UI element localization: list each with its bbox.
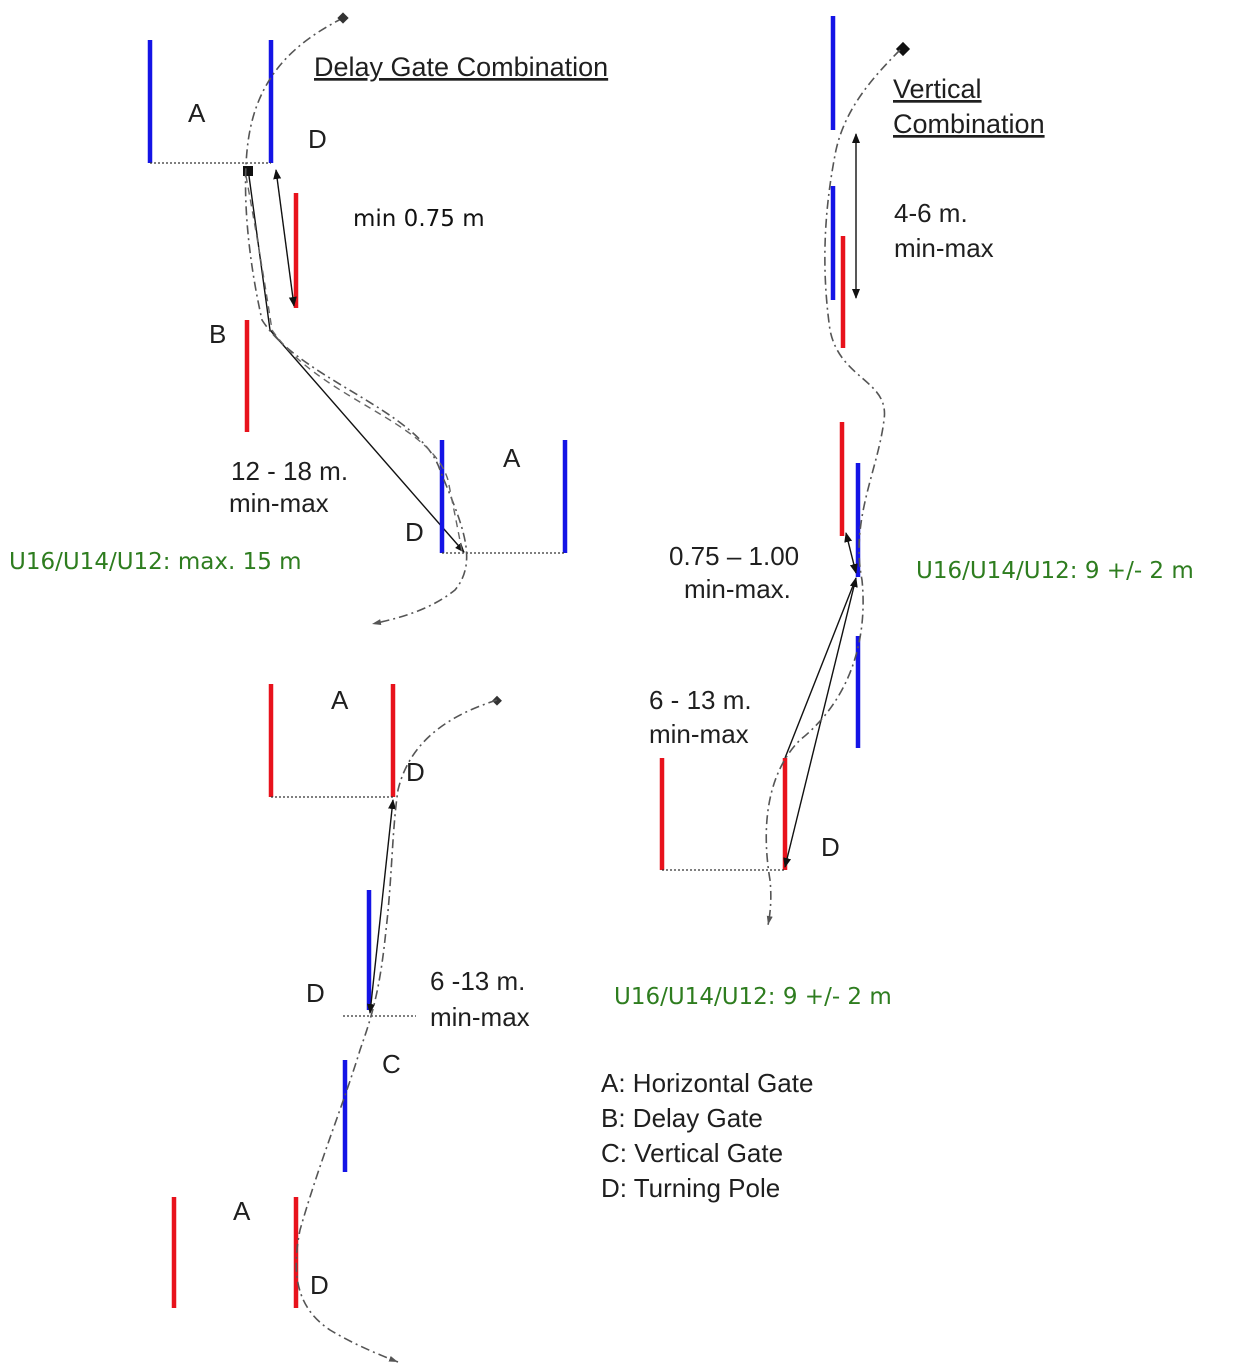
- label-d: D: [406, 757, 425, 787]
- legend-item-d: D: Turning Pole: [601, 1173, 780, 1203]
- turning-pole-marker: [243, 166, 253, 176]
- min-max-label: min-max: [229, 488, 329, 518]
- skier-path: [295, 699, 498, 1363]
- label-a: A: [188, 98, 206, 128]
- min-max-dot-label: min-max.: [684, 574, 791, 604]
- min-distance-arrow: [273, 169, 297, 307]
- vertical-combination: Vertical Combination 4-6 m. min-max 0.75…: [649, 16, 1194, 926]
- delay-combination-title: Delay Gate Combination: [314, 52, 608, 82]
- skier-path: [244, 17, 468, 626]
- label-a: A: [233, 1196, 251, 1226]
- label-d: D: [308, 124, 327, 154]
- min-075-label: min 0.75 m: [353, 206, 485, 232]
- delay-gate-combination: Delay Gate Combination A D min 0.75 m B …: [9, 12, 608, 626]
- distance-arrow-6-13: [783, 577, 858, 868]
- range-6-13-label: 6 - 13 m.: [649, 685, 752, 715]
- label-a: A: [331, 685, 349, 715]
- label-c: C: [382, 1049, 401, 1079]
- note-9-pm-2: U16/U14/U12: 9 +/- 2 m: [916, 558, 1194, 584]
- range-6-13-label: 6 -13 m.: [430, 966, 525, 996]
- note-max-15: U16/U14/U12: max. 15 m: [9, 549, 302, 575]
- vertical-title-line1: Vertical: [893, 74, 982, 104]
- range-4-6-label: 4-6 m.: [894, 198, 968, 228]
- legend: A: Horizontal Gate B: Delay Gate C: Vert…: [601, 1068, 813, 1203]
- lower-combination: A D D 6 -13 m. min-max U16/U14/U12: 9 +/…: [171, 684, 892, 1363]
- label-b: B: [209, 319, 226, 349]
- label-d: D: [306, 978, 325, 1008]
- range-12-18-label: 12 - 18 m.: [231, 456, 348, 486]
- start-marker: [895, 41, 911, 57]
- label-d: D: [821, 832, 840, 862]
- label-d: D: [310, 1270, 329, 1300]
- legend-item-c: C: Vertical Gate: [601, 1138, 783, 1168]
- start-marker: [337, 12, 349, 24]
- distance-arrow-075-100: [844, 532, 858, 574]
- legend-item-b: B: Delay Gate: [601, 1103, 763, 1133]
- legend-item-a: A: Horizontal Gate: [601, 1068, 813, 1098]
- label-a: A: [503, 443, 521, 473]
- distance-arrow-6-13: [366, 799, 397, 1014]
- label-d: D: [405, 517, 424, 547]
- skier-path: [765, 49, 901, 926]
- min-max-label: min-max: [430, 1002, 530, 1032]
- min-max-label: min-max: [649, 719, 749, 749]
- line-segment: [784, 577, 857, 759]
- alt-path: [245, 175, 463, 553]
- vertical-title-line2: Combination: [893, 109, 1045, 139]
- distance-arrow-12-18: [269, 329, 465, 553]
- min-max-label: min-max: [894, 233, 994, 263]
- range-075-100-label: 0.75 – 1.00: [669, 541, 799, 571]
- note-9-pm-2: U16/U14/U12: 9 +/- 2 m: [614, 984, 892, 1010]
